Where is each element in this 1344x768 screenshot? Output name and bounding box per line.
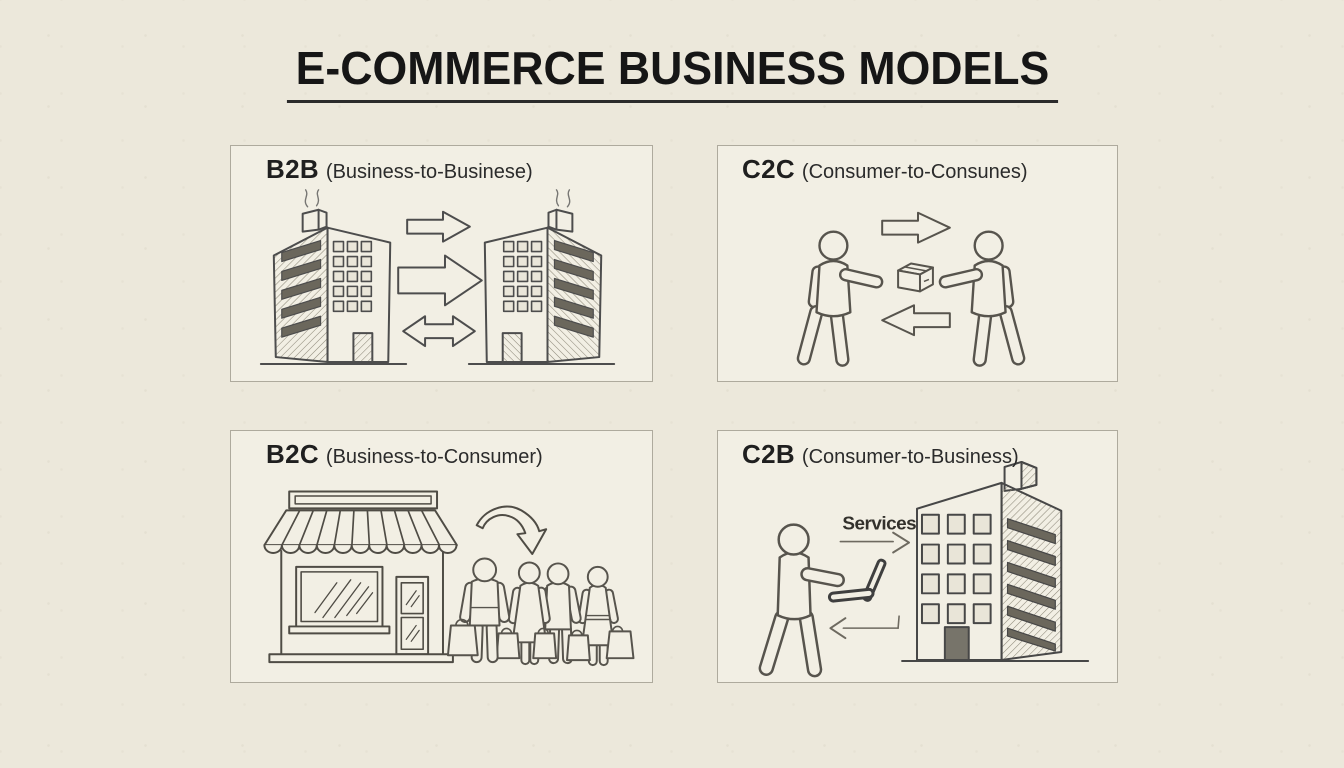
b2b-illustration [259, 188, 616, 366]
package-icon [897, 262, 934, 293]
panel-b2c-title: B2C (Business-to-Consumer) [266, 439, 543, 470]
panel-b2b-title: B2B (Business-to-Businese) [266, 154, 533, 185]
model-code: C2C [742, 154, 795, 184]
page-title-text: E-COMMERCE BUSINESS MODELS [286, 41, 1058, 103]
panel-c2c-title: C2C (Consumer-to-Consunes) [742, 154, 1028, 185]
model-code: C2B [742, 439, 795, 469]
storefront-icon [263, 490, 458, 664]
model-expansion: (Business-to-Consumer) [325, 446, 543, 468]
arrow-right-icon [881, 211, 951, 244]
business-building-right-icon [467, 188, 616, 366]
services-label: Services [842, 514, 916, 535]
page-title: E-COMMERCE BUSINESS MODELS [0, 41, 1344, 103]
curved-arrow-icon [475, 505, 548, 556]
office-building-icon [901, 460, 1090, 662]
return-arrow-icon [829, 615, 900, 640]
business-building-left-icon [259, 188, 408, 366]
panel-b2b: B2B (Business-to-Businese) [230, 145, 653, 382]
services-arrow-icon [839, 531, 911, 554]
panel-b2c: B2C (Business-to-Consumer) [230, 430, 653, 683]
arrow-left-icon [881, 304, 951, 337]
consumer-icon [758, 523, 845, 678]
model-expansion: (Business-to-Businese) [325, 161, 533, 183]
arrow-double-icon [402, 315, 476, 348]
exchange-arrows [881, 211, 951, 337]
model-expansion: (Consumer-to-Business) [801, 446, 1019, 468]
c2b-illustration: Services [758, 460, 1090, 678]
consumer-left-icon [795, 230, 885, 368]
model-code: B2C [266, 439, 319, 469]
model-code: B2B [266, 154, 319, 184]
panel-c2b: C2B (Consumer-to-Business) [717, 430, 1118, 683]
panel-c2b-title: C2B (Consumer-to-Business) [742, 439, 1019, 470]
shopper-icon [446, 557, 511, 664]
model-expansion: (Consumer-to-Consunes) [801, 161, 1028, 183]
b2c-illustration [263, 490, 635, 667]
panel-c2c: C2C (Consumer-to-Consunes) [717, 145, 1118, 382]
consumer-right-icon [937, 230, 1027, 368]
arrow-right-large-icon [397, 254, 483, 307]
shopper-icon [577, 565, 635, 667]
arrow-right-small-icon [406, 210, 471, 243]
shoppers-icon [446, 557, 635, 667]
c2c-illustration [795, 211, 1027, 368]
exchange-arrows [397, 210, 483, 348]
laptop-icon [827, 558, 887, 603]
